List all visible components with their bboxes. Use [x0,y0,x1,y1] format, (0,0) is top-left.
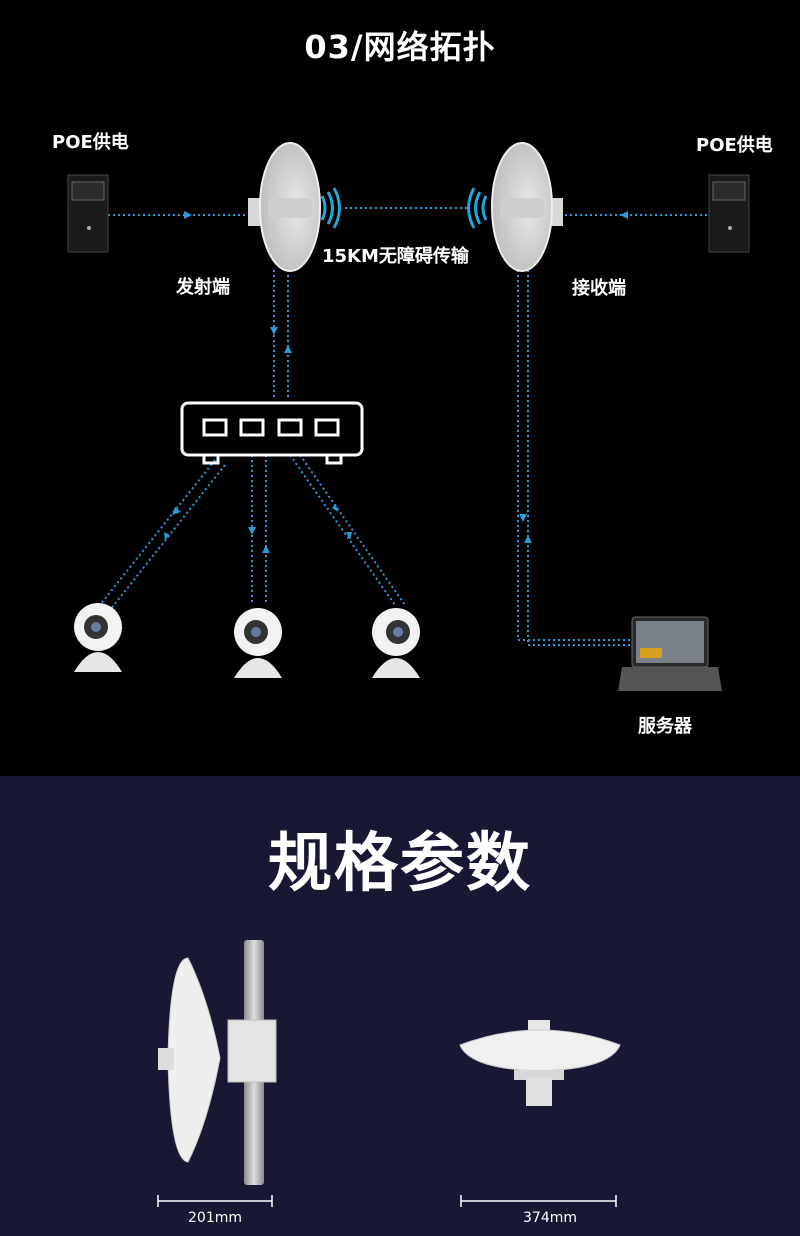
arrow-icons [164,211,628,553]
server-label: 服务器 [638,716,692,737]
page-title: 03/网络拓扑 [304,28,496,66]
dotted-links [99,207,708,646]
laptop-server-icon [618,616,722,691]
ip-camera-icon-2 [234,608,282,678]
poe-right-label: POE供电 [696,135,773,156]
link-distance-label: 15KM无障碍传输 [322,246,469,267]
front-width-label: 374mm [523,1210,577,1226]
receiver-label: 接收端 [572,278,626,299]
network-switch-icon [180,401,364,465]
ip-camera-icon-3 [372,608,420,678]
poe-left-label: POE供电 [52,132,129,153]
transmitter-dish-icon [248,142,341,272]
spec-title: 规格参数 [268,827,532,901]
antenna-side-view-image [158,940,277,1185]
antenna-front-view-image [459,1020,621,1106]
dimension-lines [157,1195,617,1207]
poe-injector-right-icon [708,174,750,253]
specifications-section [0,776,800,1236]
ip-camera-icon-1 [74,603,122,672]
poe-injector-left-icon [67,174,109,253]
receiver-dish-icon [467,142,563,272]
side-width-label: 201mm [188,1210,242,1226]
transmitter-label: 发射端 [176,277,230,298]
